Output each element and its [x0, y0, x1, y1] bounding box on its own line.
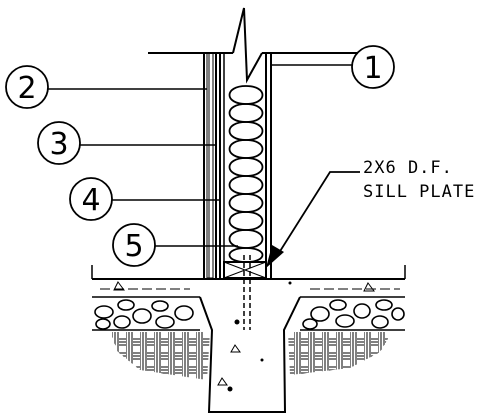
callout-3-label: 3	[49, 127, 68, 162]
gravel-base	[92, 299, 405, 331]
callout-5-label: 5	[124, 229, 143, 264]
sheathing-layer	[206, 52, 214, 279]
sill-plate	[223, 255, 267, 330]
callout-1: 1	[271, 45, 395, 89]
callout-3: 3	[37, 121, 216, 165]
callout-5: 5	[112, 223, 238, 267]
callout-4: 4	[69, 177, 220, 221]
callout-4-label: 4	[81, 183, 100, 218]
leader-arrowhead	[266, 245, 284, 268]
sill-plate-note: 2X6 D.F. SILL PLATE	[266, 158, 475, 268]
callout-2-label: 2	[17, 71, 36, 106]
concrete-slab	[91, 265, 406, 298]
top-plate-line	[148, 7, 358, 84]
earth-hatch	[110, 332, 392, 380]
callout-2: 2	[5, 65, 207, 109]
note-line-2: SILL PLATE	[363, 182, 475, 202]
insulation-batt	[228, 85, 264, 263]
footing	[199, 296, 301, 413]
note-line-1: 2X6 D.F.	[363, 158, 453, 178]
callout-1-label: 1	[363, 51, 382, 86]
